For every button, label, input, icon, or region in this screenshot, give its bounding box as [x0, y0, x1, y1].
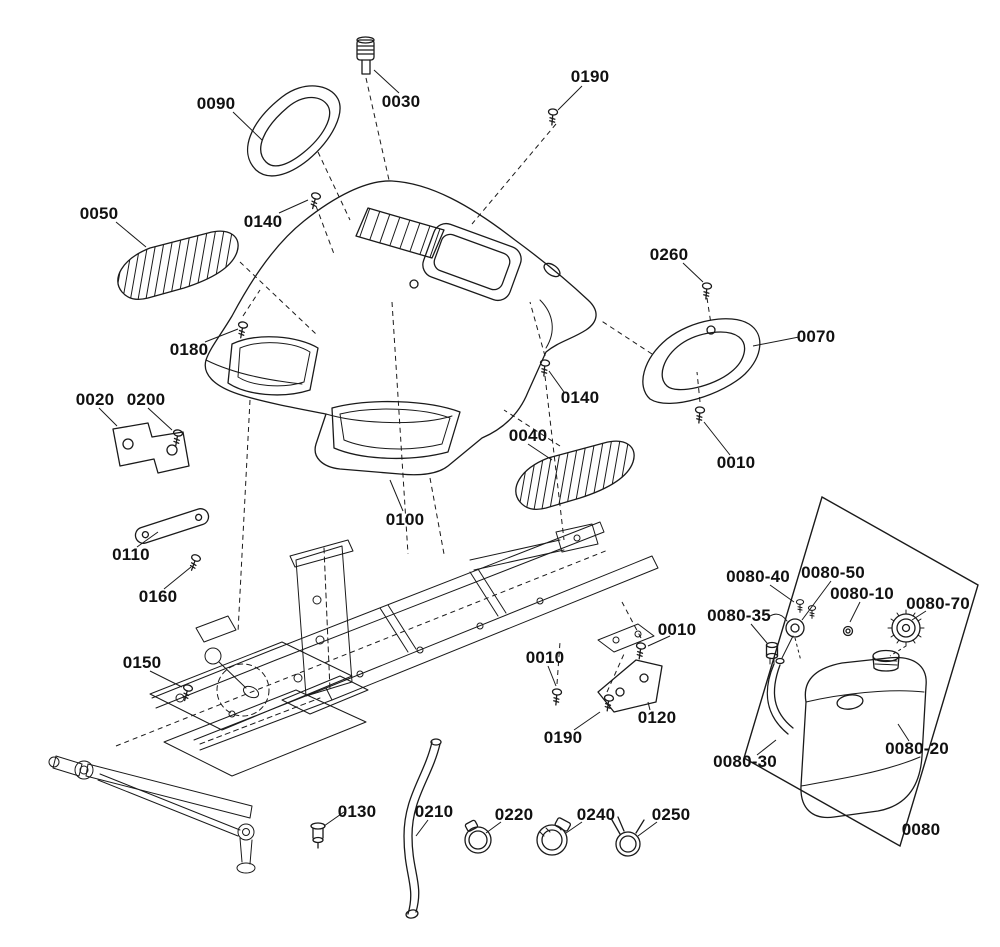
axle-art	[48, 755, 256, 874]
bracket-0020-art	[112, 422, 190, 474]
clamp-0220-art	[464, 819, 492, 854]
part-label-0190-a: 0190	[570, 67, 610, 86]
console-art	[642, 318, 761, 404]
part-label-0080-40: 0080-40	[726, 567, 790, 586]
part-label-0070: 0070	[796, 327, 836, 346]
part-label-0200: 0200	[126, 390, 166, 409]
part-label-0080-70: 0080-70	[906, 594, 970, 613]
part-label-0120: 0120	[637, 708, 677, 727]
armrest-art	[246, 85, 341, 177]
part-label-0050: 0050	[79, 204, 119, 223]
part-label-0080-35: 0080-35	[707, 606, 771, 625]
knob-art	[356, 36, 375, 75]
leader-lines	[98, 69, 927, 837]
part-label-0080-50: 0080-50	[801, 563, 865, 582]
part-label-0030: 0030	[381, 92, 421, 111]
part-label-0140-a: 0140	[243, 212, 283, 231]
fuel-tank-art	[765, 609, 927, 819]
part-label-0040: 0040	[508, 426, 548, 445]
part-label-0240: 0240	[576, 805, 616, 824]
part-label-0100: 0100	[385, 510, 425, 529]
part-label-0110: 0110	[112, 545, 150, 564]
part-label-0010-c: 0010	[525, 648, 565, 667]
strip-0110-art	[134, 508, 210, 544]
mat-left-art	[117, 230, 239, 300]
part-label-0090: 0090	[196, 94, 236, 113]
clip-0130-art	[310, 822, 326, 849]
frame-art	[149, 521, 659, 777]
part-label-0260: 0260	[649, 245, 689, 264]
clamp-0240-art	[536, 817, 572, 856]
alignment-dashed-lines	[115, 77, 907, 747]
hose-art	[403, 738, 442, 919]
bracket-0120-art	[597, 659, 663, 713]
part-label-0180: 0180	[169, 340, 209, 359]
part-label-0080: 0080	[901, 820, 941, 839]
part-label-0160: 0160	[138, 587, 178, 606]
part-label-0140-b: 0140	[560, 388, 600, 407]
part-label-0210: 0210	[414, 802, 454, 821]
clamp-0250-art	[611, 816, 645, 857]
body-art	[204, 180, 597, 476]
part-label-0250: 0250	[651, 805, 691, 824]
part-label-0080-10: 0080-10	[830, 584, 894, 603]
tank-group-border	[743, 495, 979, 848]
part-label-0010-a: 0010	[716, 453, 756, 472]
part-label-0220: 0220	[494, 805, 534, 824]
part-label-0130: 0130	[337, 802, 377, 821]
part-label-0020: 0020	[75, 390, 115, 409]
part-label-0080-20: 0080-20	[885, 739, 949, 758]
part-label-0010-b: 0010	[657, 620, 697, 639]
part-label-0080-30: 0080-30	[713, 752, 777, 771]
part-label-0190-b: 0190	[543, 728, 583, 747]
part-label-0150: 0150	[122, 653, 162, 672]
